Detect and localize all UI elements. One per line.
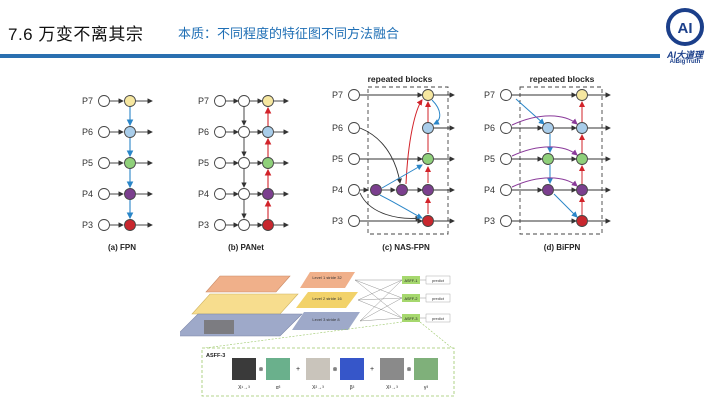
beta-weight-map <box>340 358 364 380</box>
bifpn-label-p5: P5 <box>484 154 495 164</box>
term-gamma: γ³ <box>424 385 429 391</box>
fpn-variants-figure: P7 P6 P5 P4 P3 <box>82 74 611 252</box>
term-x2: X²→³ <box>312 385 324 391</box>
level1-box <box>300 272 355 288</box>
panet-label-p4: P4 <box>198 189 209 199</box>
caption-nasfpn: (c) NAS-FPN <box>382 243 430 252</box>
slide-subtitle: 本质：不同程度的特征图不同方法融合 <box>178 26 400 41</box>
asff2-label: ASFF-2 <box>404 297 417 301</box>
level3-box <box>292 312 360 330</box>
op-1: ⊗ <box>258 367 263 373</box>
op-4: + <box>370 366 374 373</box>
fpn-label-p7: P7 <box>82 96 93 106</box>
caption-fpn: (a) FPN <box>108 243 136 252</box>
logo-icon: AI <box>666 8 704 46</box>
term-x1: X¹→³ <box>238 385 250 391</box>
nasfpn-label-p5: P5 <box>332 154 343 164</box>
term-x3: X³→³ <box>386 385 398 391</box>
fpn-label-p6: P6 <box>82 127 93 137</box>
nasfpn-repeated-blocks: repeated blocks <box>368 74 433 84</box>
level1-label: Level 1 stride 32 <box>312 275 342 280</box>
feature-plane-level1 <box>205 275 291 293</box>
level2-box <box>296 292 358 308</box>
bifpn-repeated-box <box>519 86 603 235</box>
bifpn-label-p4: P4 <box>484 185 495 195</box>
bifpn-label-p7: P7 <box>484 90 495 100</box>
term-alpha: α³ <box>276 385 281 391</box>
caption-bifpn: (d) BiFPN <box>544 243 581 252</box>
panet-label-p6: P6 <box>198 127 209 137</box>
predict2-label: predict <box>432 296 445 301</box>
nasfpn-label-p7: P7 <box>332 90 343 100</box>
logo: AI AI大道理 AIBigTruth <box>656 6 714 66</box>
feature-plane-level3 <box>180 313 303 337</box>
nasfpn-label-p3: P3 <box>332 216 343 226</box>
x3-feature-map <box>380 358 404 380</box>
panet-diagram: P7 P6 P5 P4 P3 <box>198 95 289 252</box>
asff1-label: ASFF-1 <box>404 279 417 283</box>
panet-label-p5: P5 <box>198 158 209 168</box>
alpha-weight-map <box>266 358 290 380</box>
asff1-box <box>402 276 420 284</box>
x2-feature-map <box>306 358 330 380</box>
fpn-label-p4: P4 <box>82 189 93 199</box>
feature-plane-level2 <box>191 293 299 315</box>
op-3: ⊗ <box>332 367 337 373</box>
op-5: ⊗ <box>406 367 411 373</box>
asff-figure: Level 1 stride 32 Level 2 stride 16 Leve… <box>180 272 455 397</box>
level2-label: Level 2 stride 16 <box>312 296 342 301</box>
logo-subname: AIBigTruth <box>669 59 701 65</box>
slide-header: 7.6 万变不离其宗 本质：不同程度的特征图不同方法融合 <box>0 0 720 60</box>
logo-name: AI大道理 <box>666 50 703 60</box>
nasfpn-diagram: repeated blocks P7 P6 P5 P4 P3 <box>332 74 455 252</box>
nasfpn-label-p4: P4 <box>332 185 343 195</box>
section-title: 7.6 万变不离其宗 <box>8 25 144 44</box>
caption-panet: (b) PANet <box>228 243 264 252</box>
bifpn-diagram: repeated blocks P7 P6 P5 P4 P3 <box>484 74 611 252</box>
bifpn-label-p6: P6 <box>484 123 495 133</box>
asff2-box <box>402 294 420 302</box>
gamma-weight-map <box>414 358 438 380</box>
term-beta: β³ <box>350 385 355 391</box>
asff3-box <box>402 314 420 322</box>
op-2: + <box>296 366 300 373</box>
fpn-label-p3: P3 <box>82 220 93 230</box>
fpn-label-p5: P5 <box>82 158 93 168</box>
bifpn-label-p3: P3 <box>484 216 495 226</box>
logo-mark: AI <box>678 20 693 37</box>
asff3-detail-title: ASFF-3 <box>206 353 225 359</box>
panet-label-p3: P3 <box>198 220 209 230</box>
panet-label-p7: P7 <box>198 96 209 106</box>
bifpn-repeated-blocks: repeated blocks <box>530 74 595 84</box>
predict1-box <box>425 275 451 285</box>
nasfpn-repeated-box <box>367 86 449 235</box>
nasfpn-label-p6: P6 <box>332 123 343 133</box>
fpn-diagram: P7 P6 P5 P4 P3 <box>82 95 153 252</box>
asff3-label: ASFF-3 <box>404 317 417 321</box>
feature-image-patch <box>204 320 234 334</box>
predict2-box <box>425 293 451 303</box>
header-rule <box>0 54 660 58</box>
level3-label: Level 3 stride 8 <box>312 317 340 322</box>
predict3-label: predict <box>432 316 445 321</box>
x1-feature-map <box>232 358 256 380</box>
predict3-box <box>425 313 451 323</box>
predict1-label: predict <box>432 278 445 283</box>
